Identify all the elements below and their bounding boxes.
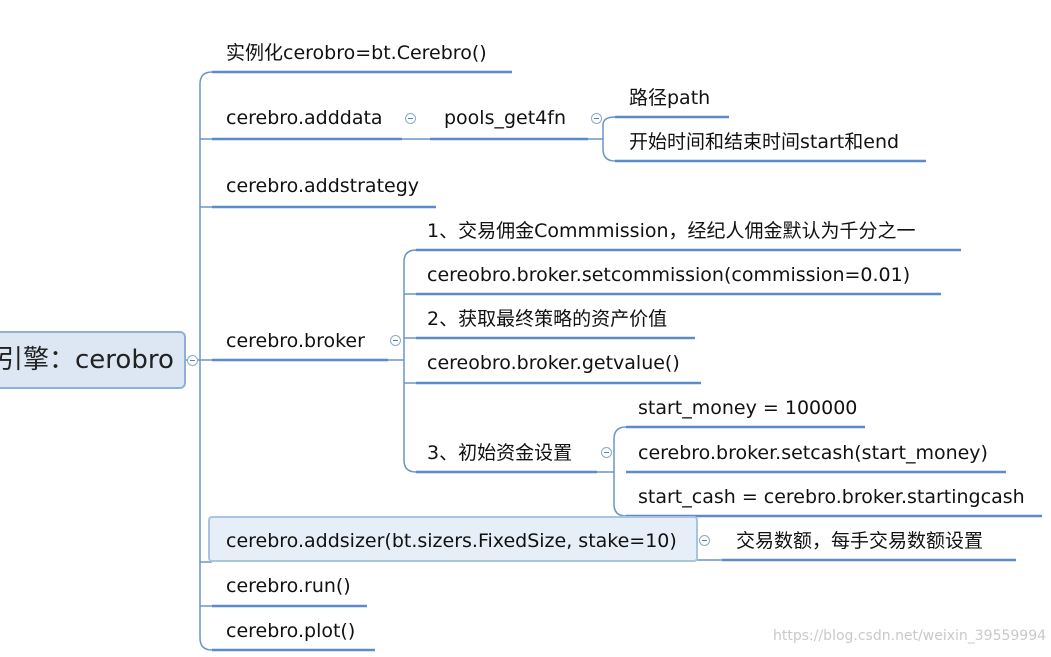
collapse-toggle-icon[interactable] — [699, 535, 710, 546]
addsizer-child[interactable]: 交易数额，每手交易数额设置 — [736, 530, 984, 552]
broker-item-commission-note[interactable]: 1、交易佣金Commmission，经纪人佣金默认为千分之一 — [427, 220, 916, 242]
collapse-toggle-icon[interactable] — [591, 113, 602, 124]
broker-item-cash-setting[interactable]: 3、初始资金设置 — [427, 442, 573, 464]
branch-plot[interactable]: cerebro.plot() — [226, 620, 356, 642]
root-node[interactable] — [0, 331, 186, 389]
broker-item-getvalue-note[interactable]: 2、获取最终策略的资产价值 — [427, 308, 668, 330]
collapse-toggle-icon[interactable] — [187, 355, 198, 366]
branch-run[interactable]: cerebro.run() — [226, 575, 351, 597]
cash-start-money[interactable]: start_money = 100000 — [638, 397, 858, 419]
broker-branch-up — [403, 249, 417, 360]
broker-item-getvalue[interactable]: cereobro.broker.getvalue() — [427, 352, 680, 374]
broker-branch-down — [403, 360, 417, 473]
spine-up — [199, 71, 213, 360]
spine-down — [199, 360, 213, 651]
cash-setcash[interactable]: cerebro.broker.setcash(start_money) — [638, 442, 988, 464]
branch-instantiate[interactable]: 实例化cerobro=bt.Cerebro() — [226, 42, 487, 64]
leaf-start-end[interactable]: 开始时间和结束时间start和end — [629, 131, 900, 153]
cash-branch-down — [613, 472, 627, 517]
cash-startingcash[interactable]: start_cash = cerebro.broker.startingcash — [638, 486, 1025, 508]
selected-node-highlight[interactable] — [208, 516, 698, 562]
branch-addstrategy[interactable]: cerebro.addstrategy — [226, 175, 420, 197]
cash-branch-up — [613, 426, 627, 472]
root-label: 引擎：cerobro — [0, 345, 174, 375]
collapse-toggle-icon[interactable] — [405, 113, 416, 124]
node-pools-get4fn[interactable]: pools_get4fn — [444, 107, 567, 129]
collapse-toggle-icon[interactable] — [601, 447, 612, 458]
branch-adddata[interactable]: cerebro.adddata — [226, 107, 383, 129]
broker-item-setcommission[interactable]: cereobro.broker.setcommission(commission… — [427, 264, 911, 286]
watermark-url: https://blog.csdn.net/weixin_39559994 — [773, 628, 1047, 644]
branch-addsizer[interactable]: cerebro.addsizer(bt.sizers.FixedSize, st… — [226, 530, 677, 552]
pools-branch-down — [602, 139, 616, 162]
pools-branch-up — [602, 116, 616, 139]
collapse-toggle-icon[interactable] — [390, 335, 401, 346]
leaf-path[interactable]: 路径path — [629, 87, 711, 109]
branch-broker[interactable]: cerebro.broker — [226, 330, 365, 352]
